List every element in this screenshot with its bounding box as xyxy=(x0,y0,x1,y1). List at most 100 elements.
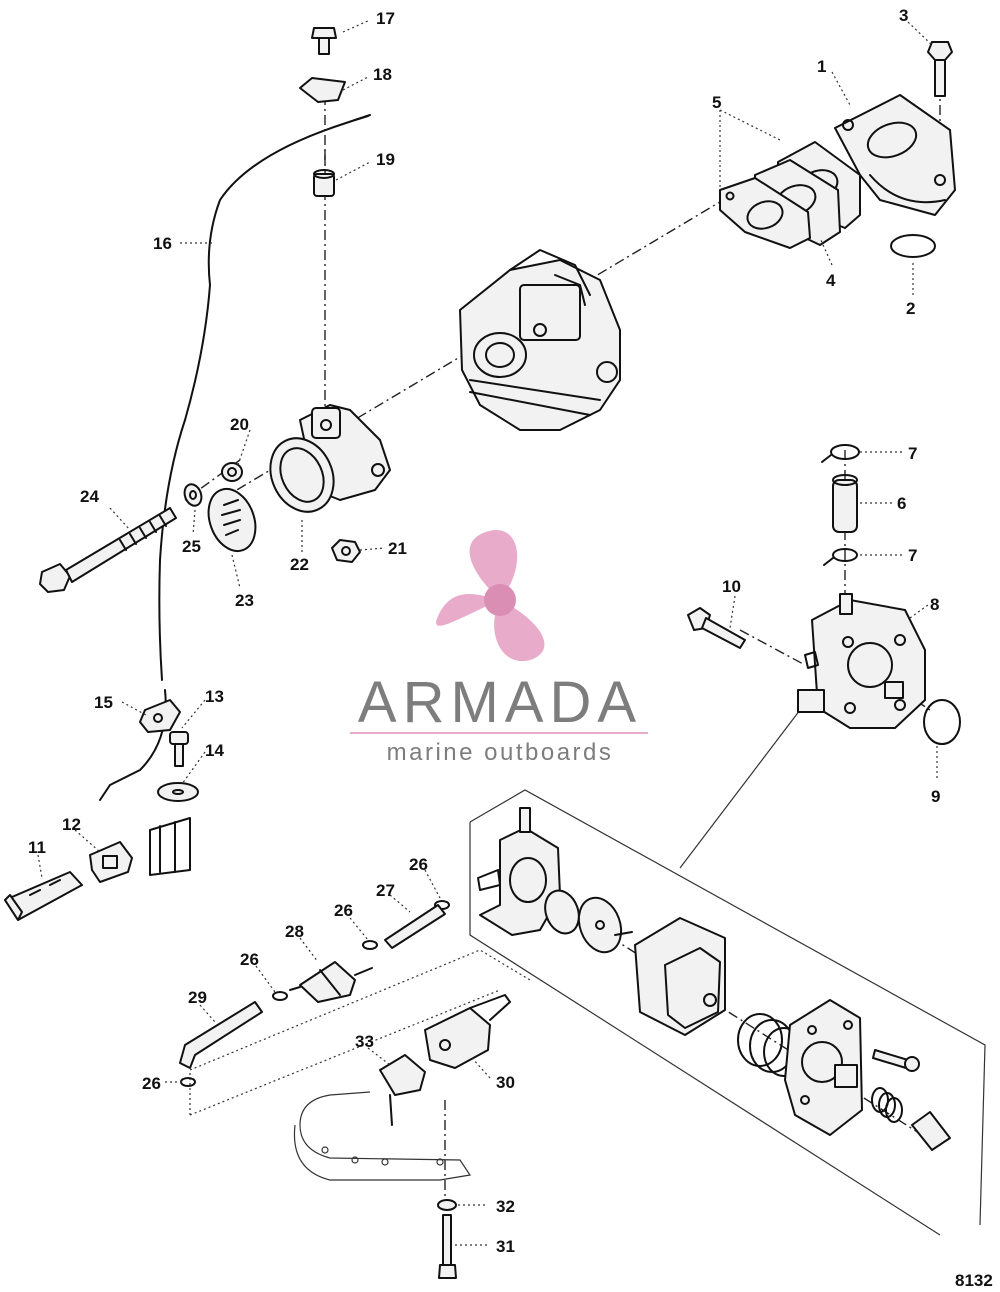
clamp-26-mid-part xyxy=(362,940,378,950)
gasket-plate-part xyxy=(634,917,726,1036)
callout-17: 17 xyxy=(376,9,395,28)
connector-33-part xyxy=(379,1054,426,1126)
callout-leaders xyxy=(37,19,938,1246)
callout-29: 29 xyxy=(188,988,207,1007)
carburetor-body-part xyxy=(459,249,621,431)
callout-7b: 7 xyxy=(908,546,917,565)
screen-23-part xyxy=(207,488,257,552)
small-spring-part xyxy=(871,1087,903,1123)
callout-16: 16 xyxy=(153,234,172,253)
callout-4: 4 xyxy=(826,271,836,290)
o-ring-2 xyxy=(890,234,936,258)
pump-detail-box-top xyxy=(469,789,986,1226)
callout-31: 31 xyxy=(496,1237,515,1256)
bracket-part xyxy=(149,817,191,876)
callout-26b: 26 xyxy=(334,901,353,920)
callout-28: 28 xyxy=(285,922,304,941)
bolt-24-part xyxy=(39,507,177,593)
clamp-26-bottom-part xyxy=(180,1077,196,1087)
gasket-front-part xyxy=(719,177,811,249)
callout-25: 25 xyxy=(182,537,201,556)
pump-detail-leader xyxy=(679,709,801,869)
diagram-id-label: 8132 xyxy=(955,1271,993,1290)
callout-13: 13 xyxy=(205,687,224,706)
fuel-filter-28-part xyxy=(289,961,373,1003)
callout-6: 6 xyxy=(897,494,906,513)
callout-18: 18 xyxy=(373,65,392,84)
callout-30: 30 xyxy=(496,1073,515,1092)
callout-22: 22 xyxy=(290,555,309,574)
pump-exploded-axis xyxy=(559,904,931,1141)
connector-12-part xyxy=(89,841,133,883)
screw-13-part xyxy=(169,731,189,767)
link-rod-16-part xyxy=(158,114,371,681)
callout-26c: 26 xyxy=(240,950,259,969)
callout-19: 19 xyxy=(376,150,395,169)
callout-9: 9 xyxy=(931,787,940,806)
intake-manifold-part xyxy=(834,94,956,216)
armada-logo: ARMADA marine outboards xyxy=(350,530,648,766)
callout-26a: 26 xyxy=(409,855,428,874)
callout-1: 1 xyxy=(817,57,826,76)
retainer-18-part xyxy=(299,77,346,103)
callout-5: 5 xyxy=(712,93,721,112)
callout-8: 8 xyxy=(930,595,939,614)
clamp-7-upper-part xyxy=(821,444,860,463)
hose-29-part xyxy=(179,1001,263,1069)
callout-14: 14 xyxy=(205,741,224,760)
bolt-10-axis xyxy=(739,629,806,666)
pump-detail-box-bottom xyxy=(469,822,941,1236)
callout-11: 11 xyxy=(28,838,46,857)
o-ring-9 xyxy=(923,699,961,745)
callout-12: 12 xyxy=(62,815,81,834)
pump-housing-part xyxy=(477,807,561,936)
logo-tagline-text: marine outboards xyxy=(387,739,614,766)
bolt-31-part xyxy=(438,1214,457,1279)
collar-20-part xyxy=(221,462,243,482)
diaphragm-set-part xyxy=(544,889,633,954)
link-rod-16-tip xyxy=(354,115,369,121)
fuel-line-frame-top xyxy=(189,949,531,1115)
callout-26d: 26 xyxy=(142,1074,161,1093)
callout-2: 2 xyxy=(906,299,915,318)
callout-32: 32 xyxy=(496,1197,515,1216)
bracket-plate-part xyxy=(293,1091,472,1181)
washer-32-part xyxy=(437,1199,457,1211)
screw-17-part xyxy=(311,27,337,55)
clamp-7-lower-part xyxy=(823,548,858,566)
bushing-19-part xyxy=(313,169,335,197)
callout-24: 24 xyxy=(80,487,99,506)
callout-7a: 7 xyxy=(908,444,917,463)
plunger-part xyxy=(911,1111,951,1151)
fuel-connector-30-part xyxy=(424,994,511,1069)
callout-3: 3 xyxy=(899,6,908,25)
nut-21-part xyxy=(331,539,361,563)
callout-27: 27 xyxy=(376,881,395,900)
pump-cover-part xyxy=(784,999,863,1136)
bolt-3-part xyxy=(927,41,953,97)
callout-23: 23 xyxy=(235,591,254,610)
adaptor-22-part xyxy=(269,404,391,513)
propeller-logo-icon xyxy=(436,530,545,662)
callout-15: 15 xyxy=(94,693,113,712)
callout-10: 10 xyxy=(722,577,741,596)
hose-6-part xyxy=(832,474,858,533)
connector-11-part xyxy=(4,871,83,921)
callout-33: 33 xyxy=(355,1032,374,1051)
callout-21: 21 xyxy=(388,539,407,558)
hose-27-part xyxy=(384,904,446,949)
logo-brand-text: ARMADA xyxy=(358,670,642,735)
callout-labels: 17 18 19 16 20 21 22 23 24 25 15 13 14 1… xyxy=(28,6,993,1290)
callout-20: 20 xyxy=(230,415,249,434)
fuel-pump-8-part xyxy=(797,593,926,729)
bolt-10-part xyxy=(687,607,746,649)
washer-25-part xyxy=(183,483,203,507)
washer-14-part xyxy=(157,782,199,802)
screen-axis xyxy=(184,459,241,501)
clamp-26-low-part xyxy=(272,991,288,1001)
fuel-line-frame-bottom xyxy=(189,989,501,1116)
pump-screw-part xyxy=(872,1049,920,1072)
clamp-15-part xyxy=(139,699,181,733)
